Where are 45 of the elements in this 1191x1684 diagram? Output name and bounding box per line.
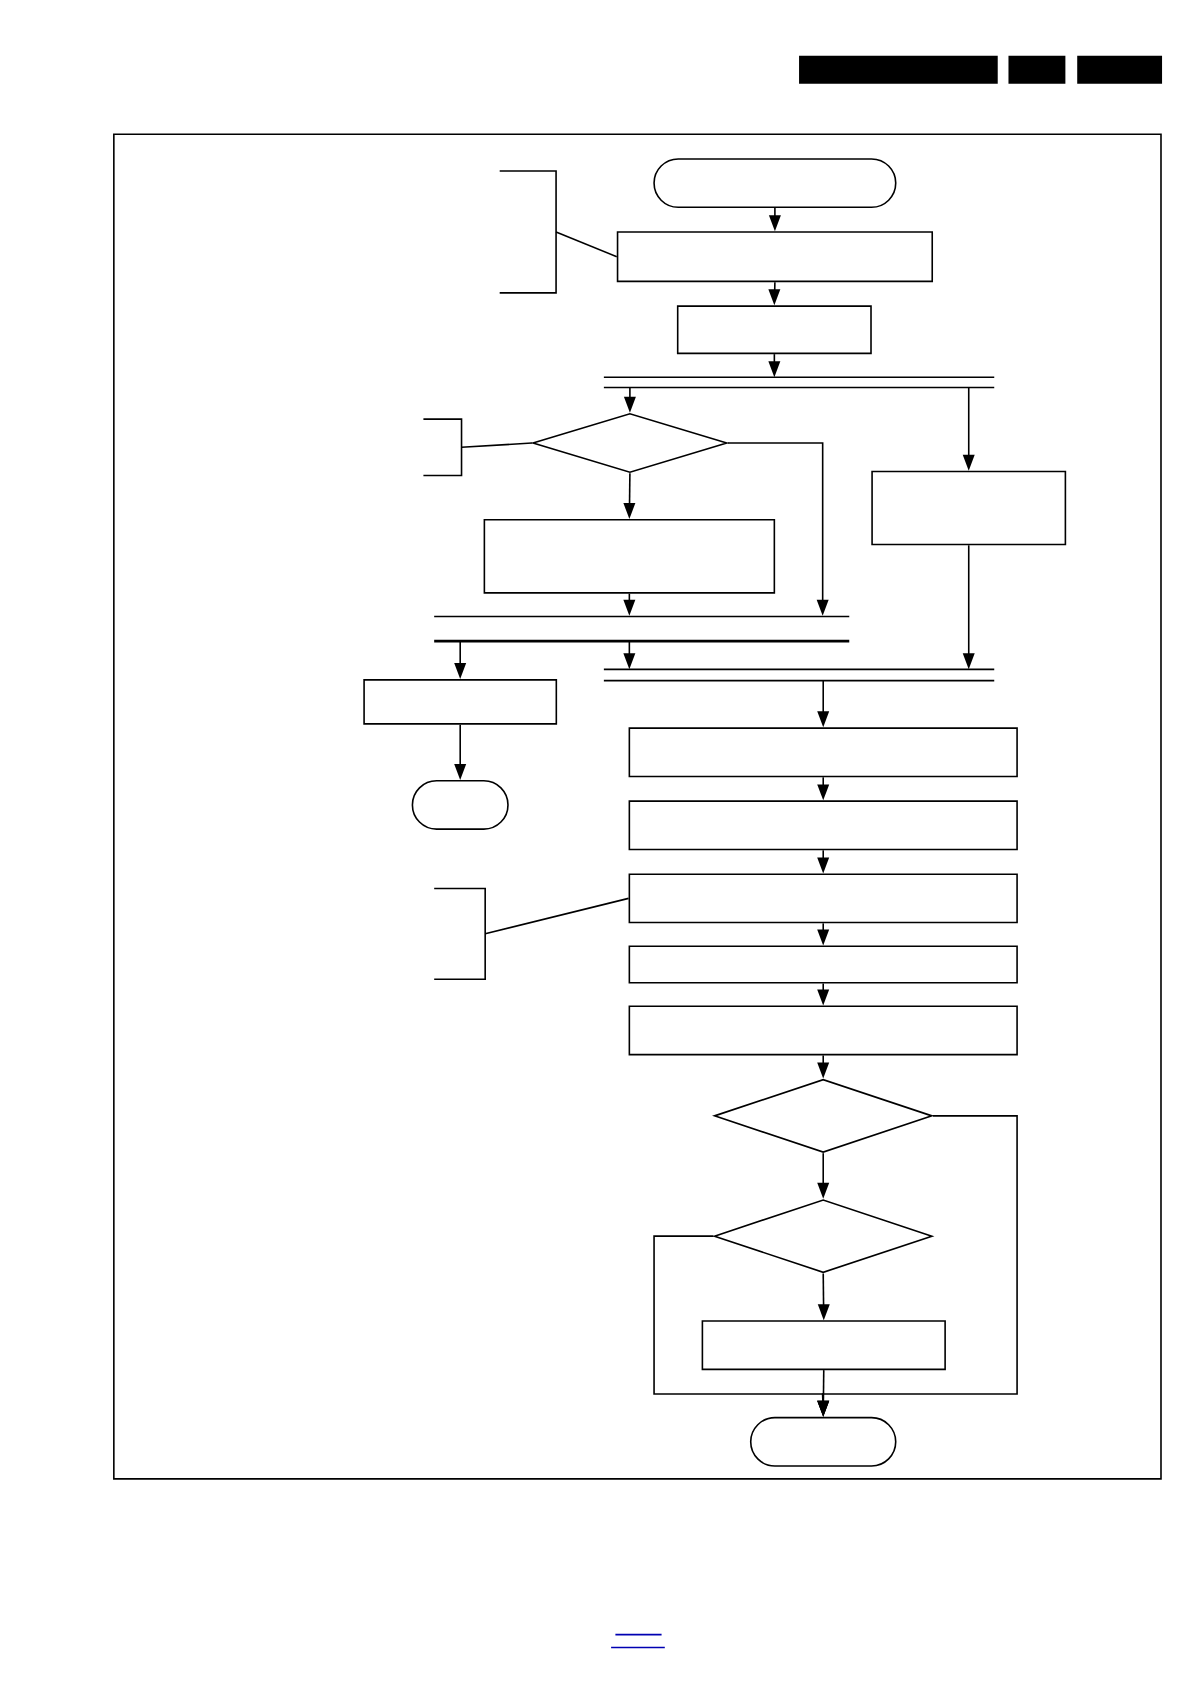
process-box [871,470,1067,546]
bracket [498,170,557,294]
process-box [616,231,933,283]
sync-bar [603,668,996,682]
process-box [628,873,1018,924]
arrow [962,386,975,471]
arrow [817,1272,830,1321]
arrow [623,592,636,616]
arrow [962,544,975,670]
arrow [817,1369,830,1417]
arrow [817,1152,830,1199]
arrow [727,442,829,616]
arrow [768,207,781,232]
arrow [817,679,830,728]
arrow [768,281,781,306]
process-box [628,945,1018,984]
process-box [628,727,1018,778]
process-box [628,1005,1018,1056]
arrow [817,1054,830,1079]
arrow [623,386,636,413]
process-box [363,679,558,725]
arrow [817,849,830,874]
arrow [454,641,467,679]
terminal-box [411,780,509,830]
process-box [676,305,872,355]
sync-bar [603,376,996,389]
leader-line [484,897,630,935]
arrow [623,472,636,519]
process-box [628,800,1018,851]
arrow [817,776,830,801]
process-box [483,519,776,594]
arrow [623,641,636,670]
arrow [817,922,830,946]
sync-bar [434,639,850,643]
arrow [454,723,467,780]
bracket [422,418,463,477]
leader-line [460,442,533,449]
terminal-box [749,1416,897,1467]
bracket [433,887,486,980]
arrow [768,353,781,378]
leader-line [555,231,618,258]
terminal-box [653,158,897,209]
sync-bar [433,615,851,618]
arrow [817,982,830,1006]
process-box [701,1320,946,1371]
